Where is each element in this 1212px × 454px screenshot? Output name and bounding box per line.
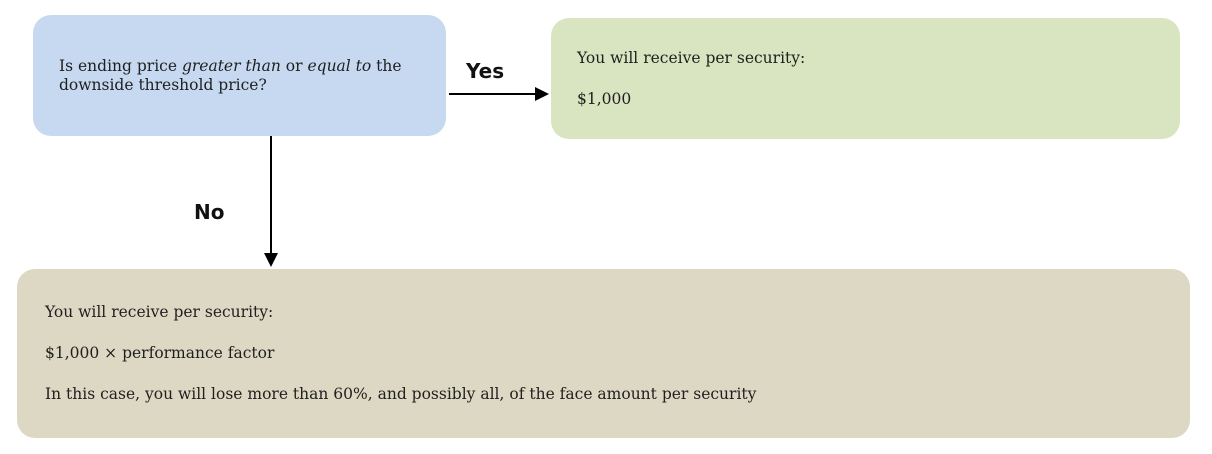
no-label: No [194,200,225,224]
no-outcome-warning: In this case, you will lose more than 60… [45,385,757,403]
yes-outcome-box: You will receive per security: $1,000 [551,18,1180,139]
no-outcome-box: You will receive per security: $1,000 × … [17,269,1190,438]
yes-label: Yes [466,59,505,83]
question-text-before: Is ending price [59,57,182,75]
question-emphasis-greater-than: greater than [181,57,281,75]
question-text-after: the downside threshold price? [59,57,402,94]
question-text-middle: or [280,57,308,75]
no-outcome-formula: $1,000 × performance factor [45,344,275,362]
question-emphasis-equal-to: equal to [307,57,372,75]
question-box: Is ending price greater than or equal to… [33,15,446,136]
yes-outcome-amount: $1,000 [577,90,632,108]
yes-outcome-heading: You will receive per security: [577,49,806,67]
yes-arrow [449,87,549,101]
no-outcome-heading: You will receive per security: [45,303,274,321]
no-arrow [264,136,278,267]
